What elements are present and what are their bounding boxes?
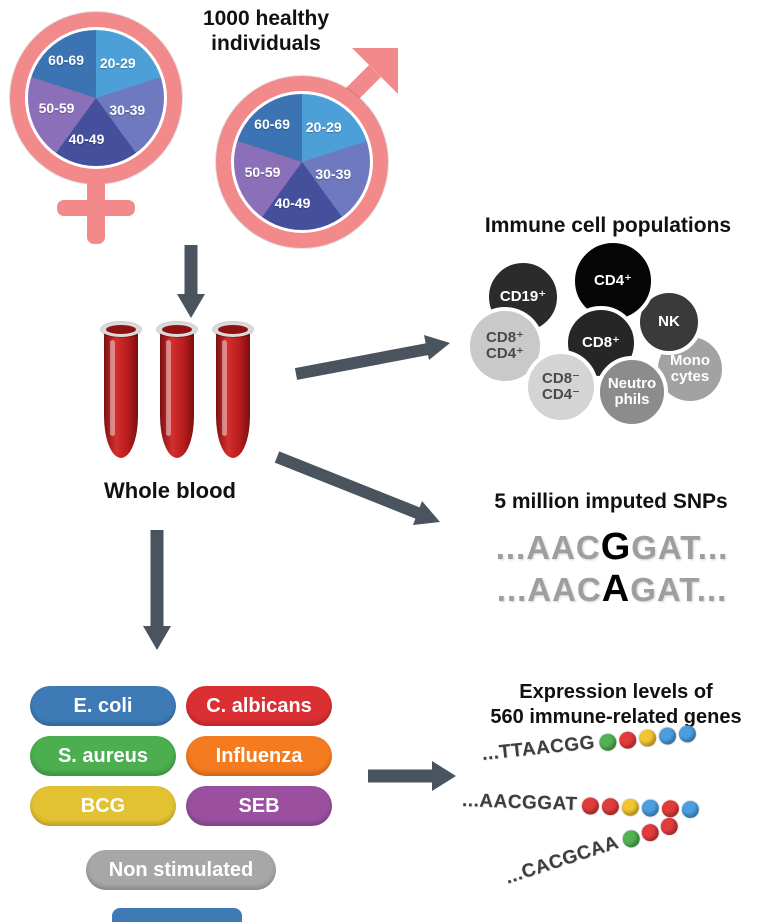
male-age-pie: 20-29 30-39 40-49 50-59 60-69 [234, 94, 370, 230]
stimulus-label: C. albicans [206, 694, 312, 717]
arrow-individuals-to-blood [177, 245, 205, 318]
arrow-blood-to-stimulations [143, 530, 171, 650]
cell-label: CD8⁺ [582, 334, 620, 352]
stimulus-seb: SEB [186, 786, 332, 826]
male-symbol: 20-29 30-39 40-49 50-59 60-69 [214, 72, 399, 317]
tube-shine [222, 340, 227, 436]
page-title: 1000 healthy individuals [202, 7, 330, 56]
stimulus-label: SEB [238, 794, 280, 817]
stimulus-label: E. coli [73, 694, 133, 717]
blood-tube [101, 322, 142, 462]
tube-blood [216, 330, 250, 458]
age-label-20-29: 20-29 [99, 54, 136, 71]
expression-bead [642, 798, 660, 817]
expression-bead [582, 796, 600, 815]
expression-title: Expression levels of 560 immune-related … [490, 681, 742, 728]
snp-sequence-ref: ...AACGGAT... [462, 526, 762, 569]
expression-bead [682, 800, 700, 818]
cell-label: CD8⁻ CD4⁻ [542, 370, 580, 403]
whole-blood-label: Whole blood [104, 478, 236, 503]
female-symbol: 20-29 30-39 40-49 50-59 60-69 [8, 10, 193, 255]
expression-bead [639, 821, 661, 843]
seq-tail: GAT... [631, 529, 729, 566]
age-label-50-59: 50-59 [38, 99, 75, 116]
gene-sequence-3: ...CACGCAA [503, 813, 681, 890]
cell-label: CD19⁺ [499, 288, 547, 306]
tube-rim [213, 322, 253, 337]
cell-label: NK [658, 313, 680, 331]
snp-variant-a: A [601, 568, 631, 610]
seq-tail: GAT... [630, 571, 728, 608]
age-label-50-59: 50-59 [244, 163, 281, 180]
stimulus-label: Non stimulated [108, 858, 254, 881]
cell-label: Neutro phils [607, 375, 657, 408]
stimulus-non-stimulated: Non stimulated [86, 850, 276, 890]
cell-neutrophils: Neutro phils [596, 356, 668, 428]
tube-rim [157, 322, 197, 337]
stimulus-label: S. aureus [57, 744, 149, 767]
female-circle: 20-29 30-39 40-49 50-59 60-69 [10, 12, 182, 184]
tube-shine [166, 340, 171, 436]
expression-bead [598, 732, 618, 752]
blood-tube [213, 322, 254, 462]
stimulus-saureus: S. aureus [30, 736, 176, 776]
age-label-20-29: 20-29 [305, 118, 342, 135]
gene-seq-text: ...CACGCAA [502, 832, 622, 889]
arrow-blood-to-immune-cells [294, 335, 450, 380]
immune-populations-title: Immune cell populations [484, 214, 732, 237]
cell-label: CD8⁺ CD4⁺ [486, 329, 524, 362]
female-symbol-crossbar [57, 200, 135, 216]
cropped-blue-bar [112, 908, 242, 922]
stimulus-ecoli: E. coli [30, 686, 176, 726]
age-label-60-69: 60-69 [254, 115, 290, 132]
gene-seq-text: ...TTAACGG [480, 732, 596, 765]
expression-bead [622, 798, 640, 816]
tube-shine [110, 340, 115, 436]
expression-bead [602, 797, 620, 815]
female-age-pie: 20-29 30-39 40-49 50-59 60-69 [28, 30, 164, 166]
tube-blood [104, 330, 138, 458]
age-label-40-49: 40-49 [274, 194, 311, 211]
age-label-60-69: 60-69 [48, 51, 84, 68]
stimulus-influenza: Influenza [186, 736, 332, 776]
stimulus-calbicans: C. albicans [186, 686, 332, 726]
snp-sequence-alt: ...AACAGAT... [462, 568, 762, 611]
cell-cd8pos-cd4pos: CD8⁺ CD4⁺ [466, 307, 544, 385]
snps-title: 5 million imputed SNPs [494, 490, 728, 513]
cell-label: CD4⁺ [594, 272, 632, 290]
seq-lead: ...AAC [496, 571, 602, 608]
snp-variant-g: G [600, 526, 632, 568]
arrow-stimulations-to-expression [368, 761, 456, 791]
stimulus-label: Influenza [215, 744, 303, 767]
age-label-40-49: 40-49 [68, 130, 105, 147]
gene-seq-text: ...AACGGAT [461, 790, 578, 816]
expression-bead [638, 728, 658, 747]
stimulus-bcg: BCG [30, 786, 176, 826]
cell-label: Mono cytes [670, 352, 710, 385]
tube-blood [160, 330, 194, 458]
expression-bead [678, 724, 698, 743]
tube-rim [101, 322, 141, 337]
cell-cd8neg-cd4neg: CD8⁻ CD4⁻ [524, 350, 598, 424]
male-circle: 20-29 30-39 40-49 50-59 60-69 [216, 76, 388, 248]
age-label-30-39: 30-39 [315, 166, 352, 183]
blood-tube [157, 322, 198, 462]
blood-tubes [101, 322, 262, 467]
age-label-30-39: 30-39 [109, 102, 146, 119]
expression-bead [658, 726, 678, 745]
stimulus-label: BCG [80, 794, 126, 817]
arrow-blood-to-snps [274, 451, 440, 525]
expression-bead [618, 730, 638, 749]
seq-lead: ...AAC [495, 529, 601, 566]
expression-bead [620, 827, 642, 850]
